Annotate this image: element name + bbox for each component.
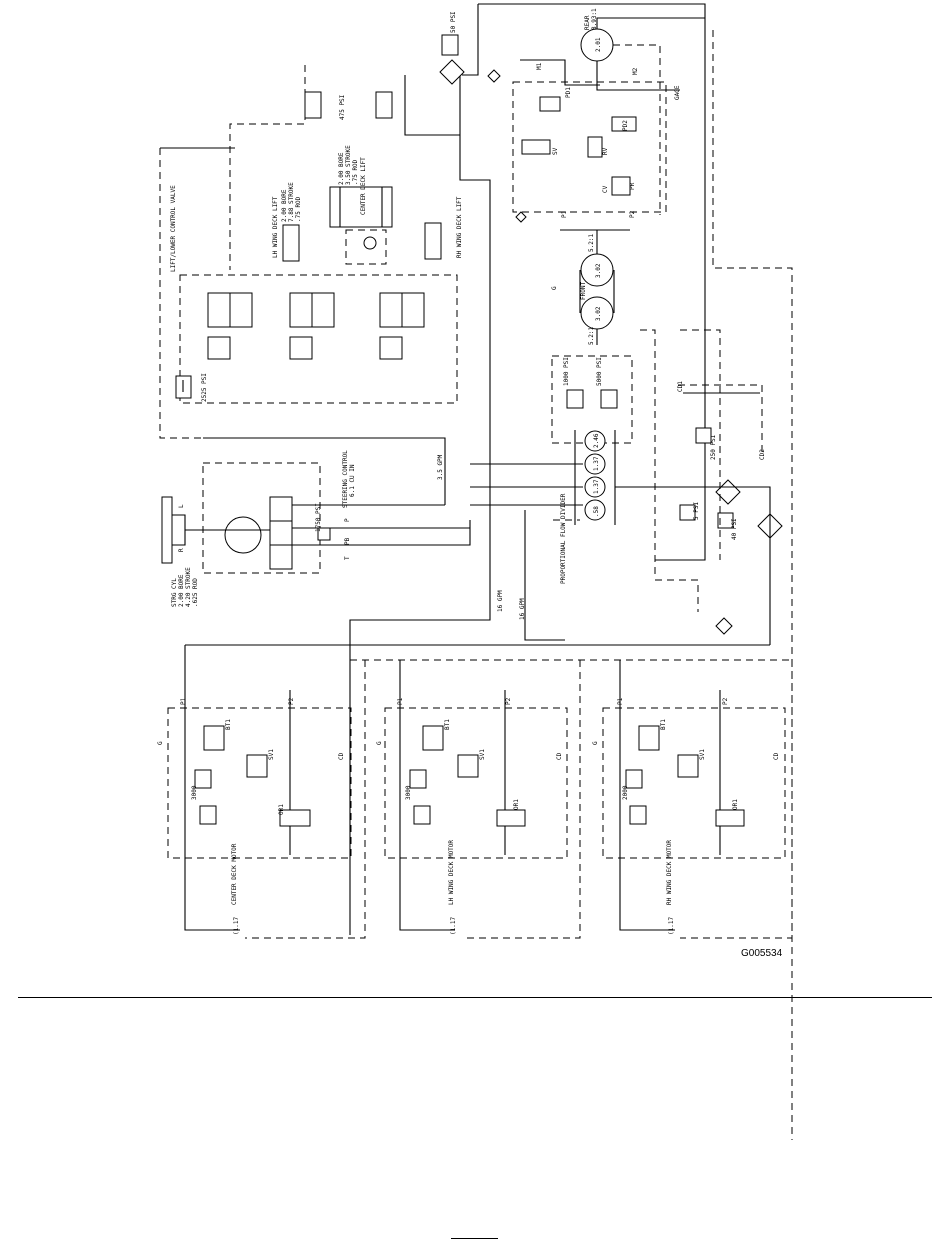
label-p-steer: P [344, 518, 351, 522]
label-cyl-stroke-center: 3.50 STROKE [345, 145, 352, 185]
label-rh-motor: RH WING DECK MOTOR [666, 840, 673, 905]
label-front-disp-b: 3.02 [595, 306, 602, 321]
label-rear-disp: 2.01 [595, 37, 602, 52]
label-pr: PR [629, 182, 636, 190]
label-rv1-lh: 3000 [405, 785, 412, 800]
label-cyl-bore-center: 2.00 BORE [338, 152, 345, 185]
page-number-line [451, 1238, 498, 1239]
label-p2-center: P2 [288, 697, 295, 705]
label-cd-lh: CD [556, 752, 563, 760]
label-sv1-rh: SV1 [699, 749, 706, 760]
label-pump-b: 1.37 [593, 456, 600, 471]
label-r-steer: R [178, 548, 185, 552]
label-steering-disp: 6.1 CU IN [349, 464, 356, 497]
label-motor-disp-center: (1.17 [233, 917, 240, 935]
label-flow-16b: 16 GPM [519, 598, 526, 620]
label-rh-lift: RH WING DECK LIFT [456, 196, 463, 258]
label-cd-center: CD [338, 752, 345, 760]
label-rv: RV [602, 147, 609, 155]
label-rv1-rh: 2000 [622, 785, 629, 800]
label-g-lh: G [376, 741, 383, 745]
label-flow-16a: 16 GPM [497, 590, 504, 612]
label-relief-475: 475 PSI [339, 94, 346, 120]
label-pd1: PD1 [565, 87, 572, 98]
label-center-motor: CENTER DECK MOTOR [231, 843, 238, 905]
label-flow-divider: PROPORTIONAL FLOW DIVIDER [560, 493, 567, 584]
label-p2-top: P2 [629, 210, 636, 218]
label-front: FRONT [580, 282, 587, 300]
label-cyl-rod-center: .75 ROD [352, 159, 359, 185]
label-relief-5: 5 PSI [693, 502, 700, 520]
label-p1-lh: P1 [397, 697, 404, 705]
label-lh-motor: LH WING DECK MOTOR [448, 840, 455, 905]
label-p1-top: P1 [561, 210, 568, 218]
label-l-steer: L [178, 504, 185, 508]
label-strg-cyl: STRG CYL [171, 578, 178, 607]
label-sv: SV [552, 147, 559, 155]
label-g-top: G [551, 286, 558, 290]
label-cyl-stroke-lh: 7.88 STROKE [288, 182, 295, 222]
label-or1-center: OR1 [278, 804, 285, 815]
label-lh-lift: LH WING DECK LIFT [272, 196, 279, 258]
label-p2-rh: P2 [722, 697, 729, 705]
label-g-center: G [157, 741, 164, 745]
label-rear: REAR [584, 15, 591, 30]
label-or1-rh: OR1 [732, 799, 739, 810]
label-steering: STEERING CONTROL [342, 450, 349, 508]
label-relief-1000: 1000 PSI [563, 357, 570, 386]
label-cyl-rod-lh: .75 ROD [295, 196, 302, 222]
label-gage: GAGE [674, 85, 681, 100]
label-strg-rod: .625 ROD [192, 578, 199, 607]
label-m1: M1 [536, 62, 543, 70]
label-rv1-center: 3000 [191, 785, 198, 800]
label-bt1-rh: BT1 [660, 719, 667, 730]
label-cd1: CD1 [677, 381, 684, 392]
top-circuit [159, 3, 793, 1140]
label-motor-disp-lh: (1.17 [450, 917, 457, 935]
label-sv1-lh: SV1 [479, 749, 486, 760]
label-lift-valve: LIFT/LOWER CONTROL VALVE [170, 185, 177, 272]
label-rear-ratio: 8.93:1 [591, 8, 598, 30]
label-sv1-center: SV1 [268, 749, 275, 760]
label-m2: M2 [632, 67, 639, 75]
label-relief-2525: 2525 PSI [201, 373, 208, 402]
label-pump-d: .58 [593, 506, 600, 517]
label-pump-a: 2.46 [593, 433, 600, 448]
label-relief-5000: 5000 PSI [596, 357, 603, 386]
label-center-lift: CENTER DECK LIFT [360, 157, 367, 215]
label-cd2: CD2 [759, 449, 766, 460]
label-p1-center: P1 [180, 697, 187, 705]
schematic-labels: LIFT/LOWER CONTROL VALVE LH WING DECK LI… [157, 8, 780, 935]
label-cyl-bore-lh: 2.00 BORE [281, 189, 288, 222]
label-flow-35: 3.5 GPM [437, 454, 444, 480]
deck-motors [167, 644, 793, 939]
label-front-ratio-a: 5.2:1 [588, 234, 595, 252]
page-divider [18, 997, 932, 998]
label-pump-c: 1.37 [593, 479, 600, 494]
label-pd2: PD2 [622, 120, 629, 131]
label-t-steer: T [344, 556, 351, 560]
label-bt1-lh: BT1 [444, 719, 451, 730]
label-p1-rh: P1 [617, 697, 624, 705]
label-cd-rh: CD [773, 752, 780, 760]
label-pb-steer: PB [344, 537, 351, 545]
label-relief-250: 250 PSI [710, 434, 717, 460]
label-strg-bore: 2.00 BORE [178, 574, 185, 607]
figure-id: G005534 [741, 948, 783, 959]
label-bt1-center: BT1 [225, 719, 232, 730]
label-strg-stroke: 4.20 STROKE [185, 567, 192, 607]
label-front-disp-a: 3.02 [595, 263, 602, 278]
label-or1-lh: OR1 [513, 799, 520, 810]
label-relief-50: 50 PSI [450, 11, 457, 33]
label-p2-lh: P2 [505, 697, 512, 705]
label-relief-40: 40 PSI [731, 518, 738, 540]
label-cv: CV [602, 185, 609, 193]
label-motor-disp-rh: (1.17 [668, 917, 675, 935]
label-g-rh: G [592, 741, 599, 745]
label-steering-relief: 1750 PSI [315, 503, 322, 532]
label-front-ratio-b: 5.2:1 [588, 327, 595, 345]
